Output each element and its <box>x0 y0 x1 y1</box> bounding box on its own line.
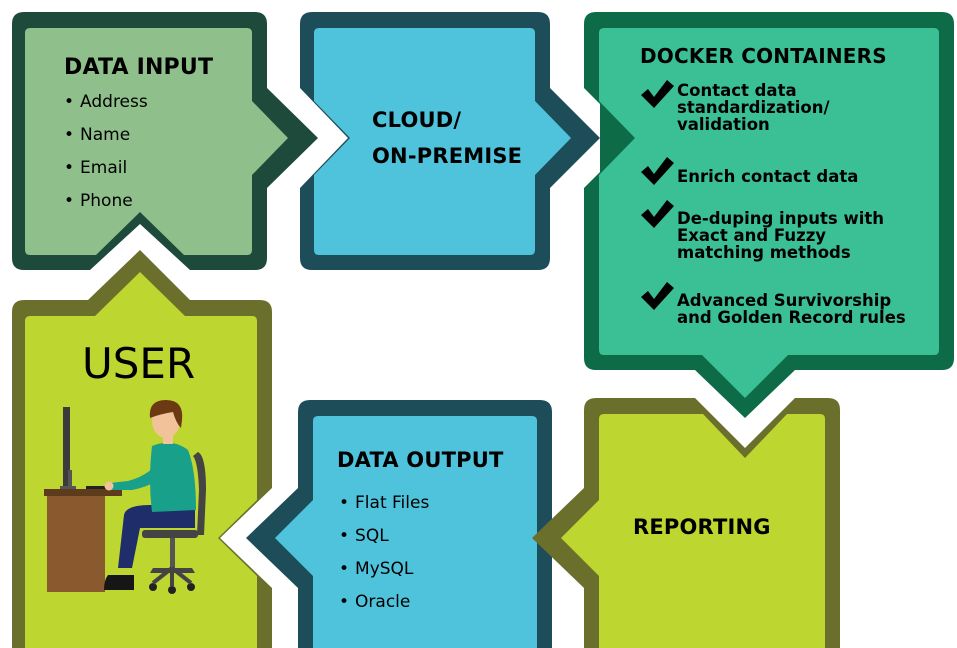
desk-top <box>44 489 122 496</box>
reporting-box <box>532 398 840 648</box>
data-output-item: SQL <box>339 520 429 553</box>
chair-post <box>170 538 175 568</box>
chair-back <box>193 452 206 535</box>
docker-box <box>584 12 954 418</box>
data-output-title: DATA OUTPUT <box>337 448 504 472</box>
docker-check-icons <box>641 80 674 310</box>
data-input-item: Email <box>64 152 148 185</box>
docker-item: De-duping inputs with Exact and Fuzzy ma… <box>677 210 884 261</box>
chair-wheel <box>149 583 157 591</box>
chair-legs <box>151 566 193 586</box>
reporting-box-inner <box>561 414 825 648</box>
data-input-title: DATA INPUT <box>64 55 214 80</box>
data-output-item: Oracle <box>339 586 429 619</box>
check-icon <box>641 80 674 108</box>
data-input-item: Name <box>64 119 148 152</box>
monitor-base <box>60 486 76 490</box>
docker-title: DOCKER CONTAINERS <box>640 44 887 68</box>
check-icon <box>641 282 674 310</box>
data-input-box <box>12 12 318 270</box>
data-input-item: Phone <box>64 185 148 218</box>
cloud-line-2: ON-PREMISE <box>372 144 523 168</box>
person-arm <box>110 456 170 490</box>
data-input-list: Address Name Email Phone <box>64 86 148 218</box>
person-hair <box>149 400 183 428</box>
docker-item: Enrich contact data <box>677 168 858 185</box>
docker-item: Contact data standardization/ validation <box>677 82 830 133</box>
chair-wheel <box>168 586 176 594</box>
chair-seat <box>142 530 198 538</box>
docker-box-inner <box>599 28 939 398</box>
data-output-list: Flat Files SQL MySQL Oracle <box>339 487 429 619</box>
docker-item-label: De-duping inputs with Exact and Fuzzy ma… <box>677 209 885 262</box>
chair-wheel <box>187 583 195 591</box>
cloud-line-1: CLOUD/ <box>372 108 462 132</box>
monitor-screen <box>63 407 70 487</box>
person-legs <box>118 505 195 568</box>
user-title: USER <box>82 339 196 388</box>
docker-item: Advanced Survivorship and Golden Record … <box>677 292 906 326</box>
keyboard <box>86 486 110 489</box>
person-at-computer-icon <box>44 400 206 594</box>
docker-item-label: Enrich contact data <box>677 167 859 186</box>
reporting-title: REPORTING <box>633 515 771 539</box>
check-icon <box>641 157 674 185</box>
data-input-item: Address <box>64 86 148 119</box>
data-output-item: MySQL <box>339 553 429 586</box>
desk-body <box>47 496 105 592</box>
cloud-box <box>300 12 600 270</box>
person-hand <box>104 481 114 491</box>
docker-item-label: Advanced Survivorship and Golden Record … <box>677 291 906 327</box>
person-shoes <box>104 575 134 590</box>
cloud-box-inner <box>314 28 571 255</box>
monitor-stand <box>68 470 72 490</box>
docker-item-label: Contact data standardization/ validation <box>677 81 830 134</box>
data-output-item: Flat Files <box>339 487 429 520</box>
check-icon <box>641 200 674 228</box>
